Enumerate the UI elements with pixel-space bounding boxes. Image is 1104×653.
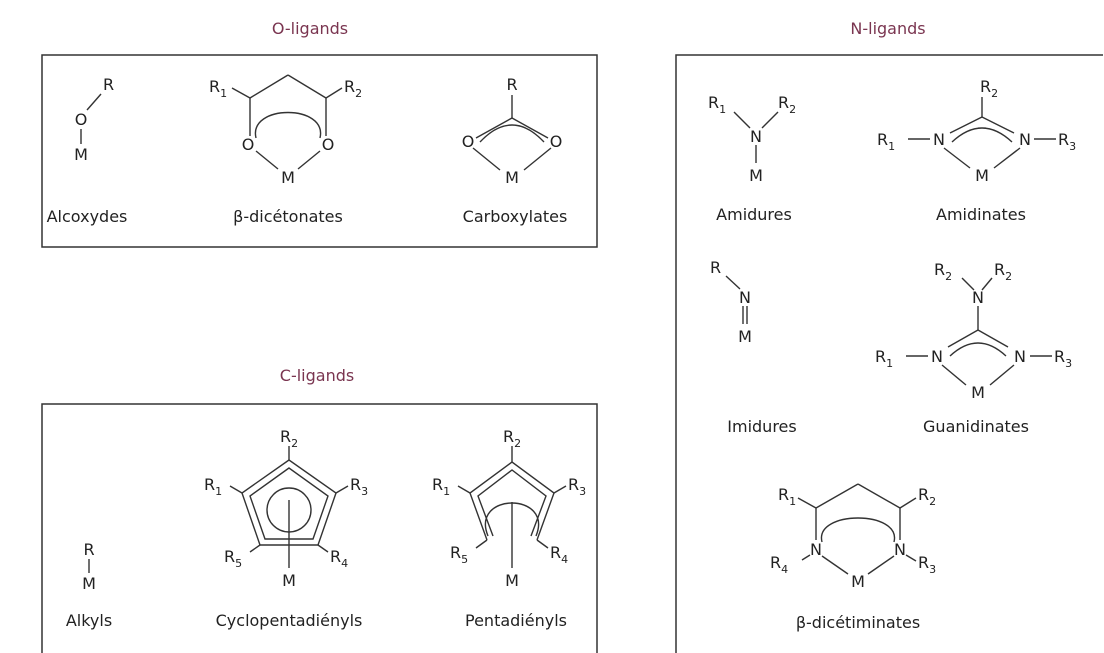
guanidinate-n-top: N <box>972 288 984 307</box>
dicetiminate-r2: R2 <box>918 485 936 508</box>
dicetonate-o1: O <box>242 135 255 154</box>
pd-r2: R2 <box>503 427 521 450</box>
pd-r4: R4 <box>550 543 568 566</box>
alcoxyde-structure: R O M <box>74 75 114 164</box>
o-ligands-box <box>41 54 598 248</box>
amidinates-label: Amidinates <box>936 205 1026 224</box>
carboxylate-o2: O <box>550 132 563 151</box>
alcoxydes-label: Alcoxydes <box>47 207 128 226</box>
pentadienyl-structure: R2 R1 R3 R5 R4 M <box>432 427 586 590</box>
guanidinate-n1: N <box>931 347 943 366</box>
pd-r5: R5 <box>450 543 468 566</box>
guanidinate-n2: N <box>1014 347 1026 366</box>
guanidinate-r3: R3 <box>1054 347 1072 370</box>
amidinate-n2: N <box>1019 130 1031 149</box>
amidure-n: N <box>750 127 762 146</box>
amidinate-r1: R1 <box>877 130 895 153</box>
guanidinates-label: Guanidinates <box>923 417 1029 436</box>
imidure-r: R <box>710 258 721 277</box>
amidinate-structure: R2 R1 R3 N N M <box>877 77 1076 185</box>
guanidinate-m: M <box>971 383 985 402</box>
c-ligands-title: C-ligands <box>280 366 354 385</box>
carboxylate-r: R <box>506 75 517 94</box>
amidures-label: Amidures <box>716 205 792 224</box>
carboxylate-o1: O <box>462 132 475 151</box>
cp-m: M <box>282 571 296 590</box>
guanidinate-r2b: R2 <box>994 260 1012 283</box>
carboxylates-label: Carboxylates <box>463 207 568 226</box>
dicetiminate-n1: N <box>810 540 822 559</box>
dicetiminate-r4: R4 <box>770 553 788 576</box>
alkyl-structure: R M <box>82 540 96 593</box>
imidures-label: Imidures <box>727 417 796 436</box>
dicetiminate-m: M <box>851 572 865 591</box>
pd-r1: R1 <box>432 475 450 498</box>
cyclopentadienyls-label: Cyclopentadiényls <box>216 611 363 630</box>
guanidinate-r2a: R2 <box>934 260 952 283</box>
n-ligands-title: N-ligands <box>850 19 925 38</box>
amidure-r2: R2 <box>778 93 796 116</box>
carboxylate-m: M <box>505 168 519 187</box>
n-ligands-box <box>675 54 1103 653</box>
cp-r3: R3 <box>350 475 368 498</box>
dicetiminate-r1: R1 <box>778 485 796 508</box>
amidinate-r2: R2 <box>980 77 998 100</box>
dicetonate-r2: R2 <box>344 77 362 100</box>
guanidinate-r1: R1 <box>875 347 893 370</box>
cp-r5: R5 <box>224 547 242 570</box>
alkyl-m: M <box>82 574 96 593</box>
alcoxyde-m: M <box>74 145 88 164</box>
pd-r3: R3 <box>568 475 586 498</box>
guanidinate-structure: R2 R2 N R1 R3 N N M <box>875 260 1072 402</box>
alcoxyde-r: R <box>103 75 114 94</box>
dicetonate-r1: R1 <box>209 77 227 100</box>
dicetonate-o2: O <box>322 135 335 154</box>
carboxylate-structure: R O O M <box>462 75 563 187</box>
dicetiminate-structure: R1 R2 R4 R3 N N M <box>770 483 936 591</box>
o-ligands-title: O-ligands <box>272 19 348 38</box>
cp-r1: R1 <box>204 475 222 498</box>
alkyls-label: Alkyls <box>66 611 112 630</box>
amidure-structure: R1 R2 N M <box>708 93 796 185</box>
amidinate-r3: R3 <box>1058 130 1076 153</box>
c-ligands-box <box>41 403 598 653</box>
alcoxyde-o: O <box>75 110 88 129</box>
imidure-m: M <box>738 327 752 346</box>
amidinate-n1: N <box>933 130 945 149</box>
amidure-m: M <box>749 166 763 185</box>
amidure-r1: R1 <box>708 93 726 116</box>
dicetiminate-n2: N <box>894 540 906 559</box>
amidinate-m: M <box>975 166 989 185</box>
cp-r4: R4 <box>330 547 348 570</box>
cp-r2: R2 <box>280 427 298 450</box>
imidure-structure: R N M <box>710 258 752 346</box>
dicetonate-structure: R1 R2 O O M <box>209 74 362 187</box>
dicetonate-m: M <box>281 168 295 187</box>
alkyl-r: R <box>83 540 94 559</box>
pentadienyls-label: Pentadiényls <box>465 611 567 630</box>
cyclopentadienyl-structure: R2 R1 R3 R5 R4 M <box>204 427 368 590</box>
dicetonates-label: β-dicétonates <box>233 207 343 226</box>
pd-m: M <box>505 571 519 590</box>
dicetiminates-label: β-dicétiminates <box>796 613 920 632</box>
imidure-n: N <box>739 288 751 307</box>
dicetiminate-r3: R3 <box>918 553 936 576</box>
